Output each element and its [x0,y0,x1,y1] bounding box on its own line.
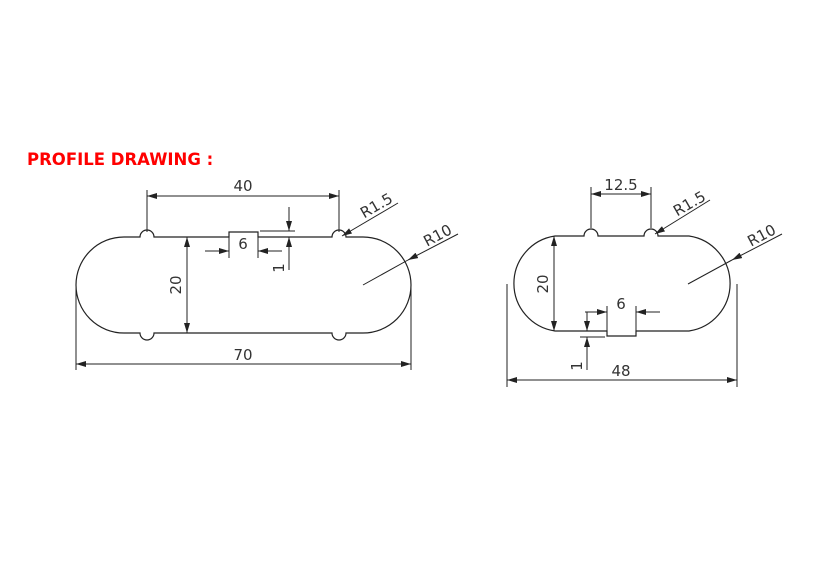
right-dim-1-label: 1 [568,361,586,371]
right-profile: 12.5 6 1 20 48 [506,176,783,387]
right-dim-slot-width: 6 [585,295,660,332]
left-radius-bump-leader: R1.5 [341,189,399,237]
right-dim-20-label: 20 [534,274,552,293]
right-dim-6-label: 6 [616,295,626,313]
left-dim-40-label: 40 [233,177,252,195]
left-dim-slot-width: 6 [205,232,282,258]
right-radius-bump-leader: R1.5 [654,187,711,235]
left-dim-70-label: 70 [233,346,252,364]
right-dim-bump-spacing: 12.5 [590,176,652,228]
left-dim-overall-width: 70 [75,285,412,370]
right-dim-overall-width: 48 [506,284,738,387]
left-r1-5-label: R1.5 [357,189,396,222]
right-profile-outline [513,228,731,337]
left-dim-bump-spacing: 40 [146,177,340,232]
right-r1-5-label: R1.5 [670,187,709,220]
left-dim-1-label: 1 [270,263,288,273]
left-r10-label: R10 [420,221,455,251]
left-profile: 40 6 1 20 70 [75,177,459,370]
right-dim-slot-depth: 1 [568,312,605,371]
right-r10-label: R10 [744,221,779,251]
right-dim-48-label: 48 [611,362,630,380]
left-dim-20-label: 20 [167,275,185,294]
left-dim-height: 20 [167,237,190,333]
left-profile-outline [75,229,412,341]
left-dim-6-label: 6 [238,235,248,253]
left-dim-slot-depth: 1 [260,207,295,273]
profile-drawing-title: PROFILE DRAWING : [27,150,214,169]
right-radius-end-leader: R10 [687,221,783,285]
right-dim-height: 20 [534,236,557,331]
right-dim-12-5-label: 12.5 [604,176,637,194]
